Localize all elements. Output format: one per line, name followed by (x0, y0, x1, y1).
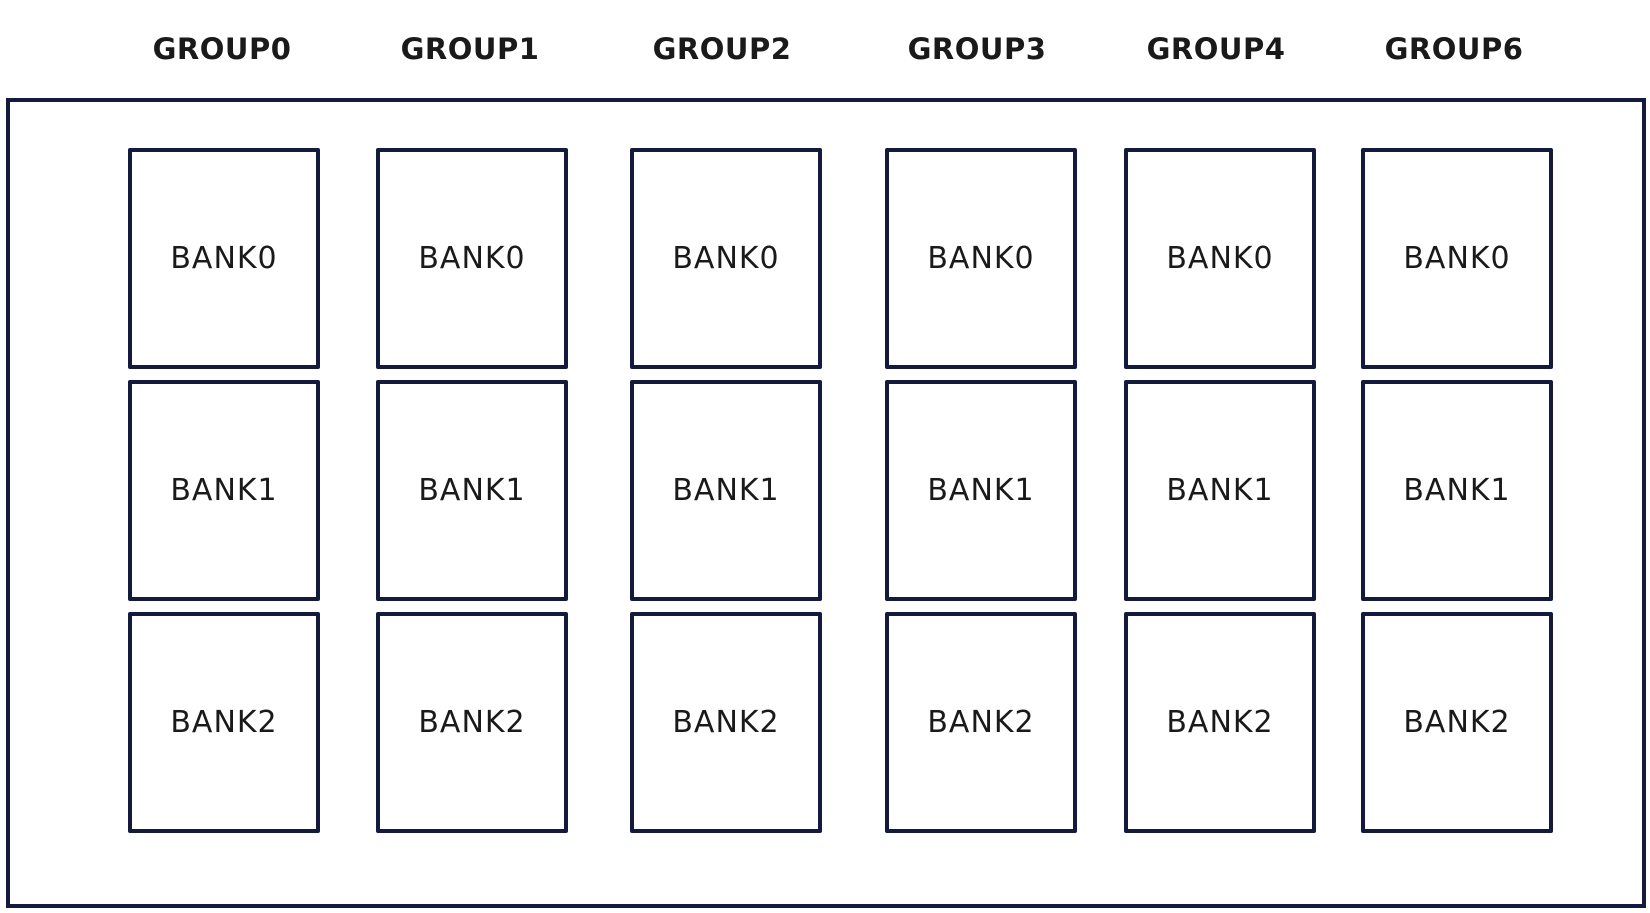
group-4-bank-2: BANK2 (1124, 612, 1316, 833)
group-6-bank-1: BANK1 (1361, 380, 1553, 601)
group-6-header: GROUP6 (1384, 32, 1524, 66)
group-4-bank-0: BANK0 (1124, 148, 1316, 369)
bank-label: BANK1 (1166, 473, 1274, 508)
group-2-bank-2: BANK2 (630, 612, 822, 833)
group-1-bank-2: BANK2 (376, 612, 568, 833)
bank-label: BANK0 (418, 241, 526, 276)
bank-label: BANK1 (927, 473, 1035, 508)
bank-label: BANK2 (1166, 705, 1274, 740)
group-3-header: GROUP3 (907, 32, 1047, 66)
group-6-bank-2: BANK2 (1361, 612, 1553, 833)
group-6-bank-0: BANK0 (1361, 148, 1553, 369)
group-3-bank-0: BANK0 (885, 148, 1077, 369)
bank-label: BANK0 (1166, 241, 1274, 276)
bank-label: BANK2 (418, 705, 526, 740)
group-3-bank-2: BANK2 (885, 612, 1077, 833)
group-1-header: GROUP1 (400, 32, 540, 66)
bank-label: BANK2 (1403, 705, 1511, 740)
group-0-bank-0: BANK0 (128, 148, 320, 369)
bank-label: BANK1 (418, 473, 526, 508)
group-4-bank-1: BANK1 (1124, 380, 1316, 601)
group-0-bank-1: BANK1 (128, 380, 320, 601)
bank-label: BANK0 (170, 241, 278, 276)
bank-label: BANK1 (672, 473, 780, 508)
group-0-header: GROUP0 (152, 32, 292, 66)
bank-label: BANK1 (1403, 473, 1511, 508)
bank-label: BANK1 (170, 473, 278, 508)
bank-label: BANK2 (170, 705, 278, 740)
bank-label: BANK0 (1403, 241, 1511, 276)
bank-label: BANK0 (672, 241, 780, 276)
bank-label: BANK0 (927, 241, 1035, 276)
group-0-bank-2: BANK2 (128, 612, 320, 833)
group-2-bank-0: BANK0 (630, 148, 822, 369)
group-1-bank-1: BANK1 (376, 380, 568, 601)
group-3-bank-1: BANK1 (885, 380, 1077, 601)
bank-label: BANK2 (672, 705, 780, 740)
group-2-header: GROUP2 (652, 32, 792, 66)
bank-array-frame (6, 98, 1646, 908)
bank-label: BANK2 (927, 705, 1035, 740)
group-2-bank-1: BANK1 (630, 380, 822, 601)
group-1-bank-0: BANK0 (376, 148, 568, 369)
group-4-header: GROUP4 (1146, 32, 1286, 66)
